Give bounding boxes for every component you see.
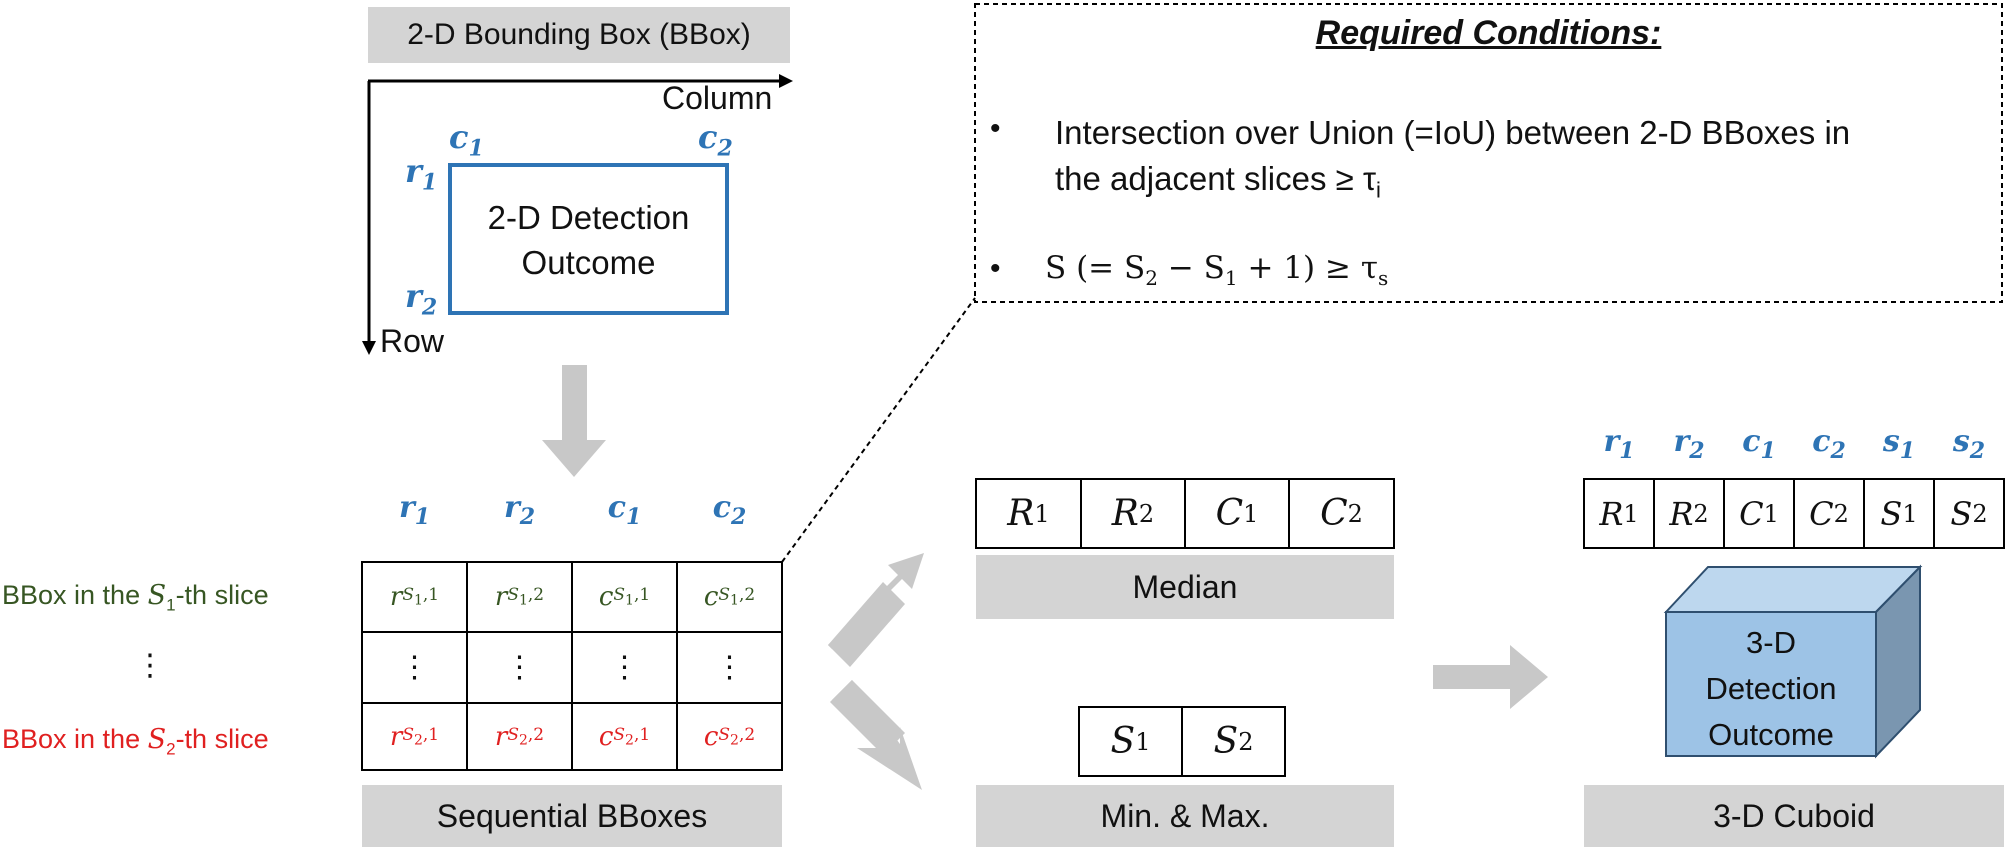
bbox-c2-label: c2 [698,118,733,162]
seq-header-c1: c1 [607,490,642,530]
median-caption-bar: Median [976,555,1394,619]
row-label-s2-slice: BBox in the S2-th slice [2,724,269,759]
right-arrow [1433,645,1548,709]
minmax-table-grid [1078,706,1286,777]
cuboid-caption: 3-D Cuboid [1713,797,1875,834]
seq-cell-ellipsis: ⋮ [714,650,745,685]
row-label-s1-slice: BBox in the S1-th slice [2,580,269,615]
condition-length: S (= S2 − S1 + 1) ≥ τs [1045,250,1389,291]
condition-iou: Intersection over Union (=IoU) between 2… [1055,114,1851,203]
row-axis-label: Row [380,323,445,359]
seq-cell-ellipsis: ⋮ [399,650,430,685]
cuboid-header-s1: s1 [1882,424,1916,464]
minmax-caption-bar: Min. & Max. [976,785,1394,847]
cuboid-front [1665,611,1877,757]
cuboid-shape [1663,564,1923,759]
conditions-box-border [974,3,2003,303]
split-arrow-down [830,680,922,790]
detection-rect [448,163,729,315]
conditions-title: Required Conditions: [1315,14,1662,52]
bbox-c1-label: c1 [449,118,484,162]
cuboid-label: 3-D Detection Outcome [1705,625,1837,752]
split-arrow-up [828,553,924,667]
detection-2d-label: 2-D Detection Outcome [487,199,690,281]
row-axis-arrowhead [362,341,376,355]
seq-cell-ellipsis: ⋮ [609,650,640,685]
bbox-r1-label: r1 [405,152,438,196]
sequential-caption-bar: Sequential BBoxes [362,785,782,847]
median-caption: Median [1132,568,1238,605]
bbox-title-bar: 2-D Bounding Box (BBox) [368,7,790,63]
bbox-title: 2-D Bounding Box (BBox) [407,18,751,51]
cuboid-table-grid [1583,478,2005,549]
seq-header-r2: r2 [503,490,536,530]
row-label-ellipsis: ⋮ [135,649,165,682]
column-axis-label: Column [662,80,773,116]
seq-header-c2: c2 [712,490,747,530]
condition-bullet-2-marker: • [990,252,1001,285]
cuboid-header-c2: c2 [1812,424,1846,464]
column-axis-arrowhead [779,74,793,88]
condition-bullet-1-marker: • [990,112,1001,145]
cuboid-header-s2: s2 [1952,424,1986,464]
seq-header-r1: r1 [398,490,431,530]
sequential-table-grid [361,561,783,771]
minmax-caption: Min. & Max. [1100,797,1270,834]
seq-cell-ellipsis: ⋮ [504,650,535,685]
sequential-caption: Sequential BBoxes [436,797,708,834]
down-arrow [542,365,606,477]
cuboid-caption-bar: 3-D Cuboid [1584,785,2004,847]
cuboid-header-c1: c1 [1742,424,1776,464]
zoom-line [781,297,976,563]
cuboid-header-r1: r1 [1603,424,1635,464]
cuboid-header-r2: r2 [1673,424,1705,464]
median-table-grid [975,478,1395,549]
bbox-r2-label: r2 [405,277,438,321]
